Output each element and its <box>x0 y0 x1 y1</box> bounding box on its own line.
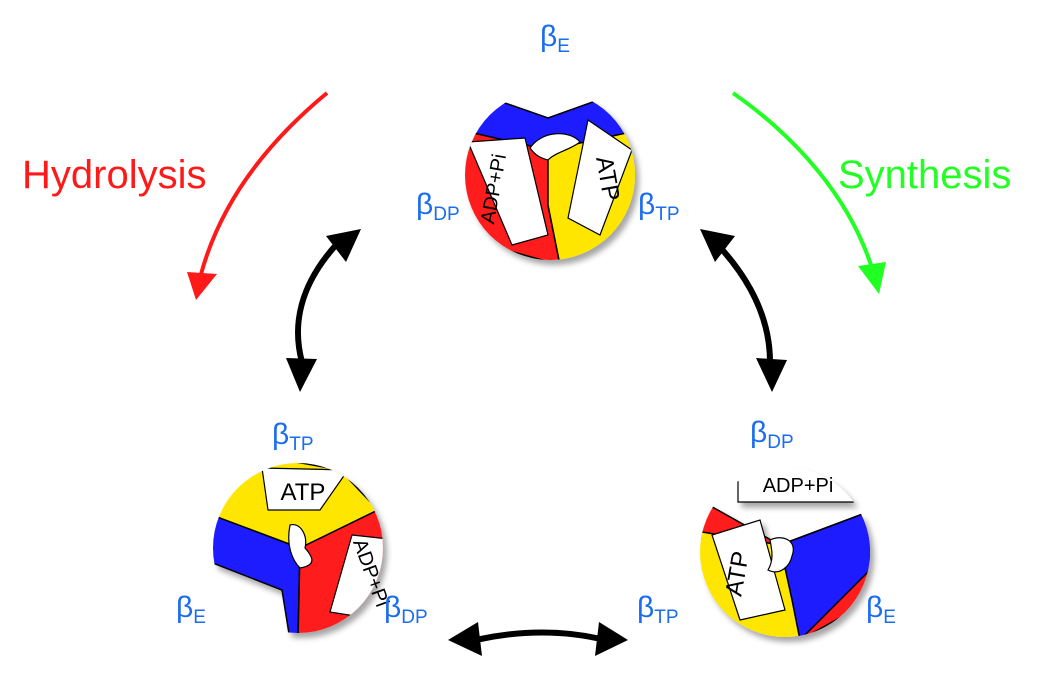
synthesis-arrow <box>731 91 886 294</box>
left-atp-label: ATP <box>281 479 326 506</box>
f1-complex-top <box>465 90 635 260</box>
hydrolysis-arrow <box>187 91 329 300</box>
cycle-arrow-bottom <box>448 622 628 656</box>
beta-e-left-label: βE <box>176 591 206 628</box>
beta-dp-left-label: βDP <box>384 591 428 628</box>
beta-e-top-label: βE <box>540 20 570 57</box>
cycle-arrow-right <box>700 229 787 392</box>
beta-dp-top-label: βDP <box>416 188 460 225</box>
beta-tp-right-label: βTP <box>637 591 679 628</box>
beta-dp-right-label: βDP <box>750 416 794 453</box>
synthesis-label: Synthesis <box>838 153 1012 197</box>
beta-e-right-label: βE <box>866 591 896 628</box>
hydrolysis-label: Hydrolysis <box>22 153 207 197</box>
cycle-arrow-left <box>286 229 361 392</box>
beta-tp-top-label: βTP <box>638 188 680 225</box>
beta-tp-left-label: βTP <box>272 418 314 455</box>
right-adp-pi-label: ADP+Pi <box>763 475 834 497</box>
